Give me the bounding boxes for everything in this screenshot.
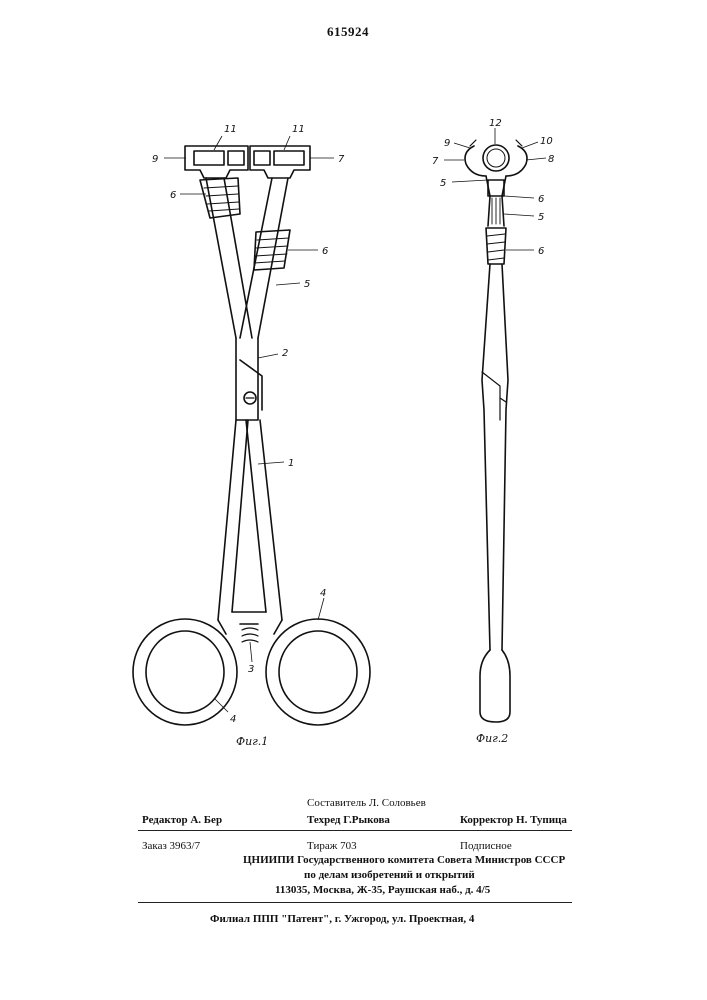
figure-2-labels: 12 9 10 7 8 5 6 5 6 Фиг.2: [432, 118, 554, 745]
fig1-label-2: 2: [282, 348, 288, 359]
handle-grip: [480, 650, 510, 722]
divider-2: [138, 902, 572, 903]
right-finger-ring-inner: [279, 631, 357, 713]
left-pad-slot-1: [194, 151, 224, 165]
figure-2-forceps-side: [465, 140, 527, 722]
fig1-label-6a: 6: [170, 190, 176, 201]
right-pad-slot-1: [254, 151, 270, 165]
fig2-label-5a: 5: [440, 178, 446, 189]
fig1-label-7: 7: [338, 154, 345, 165]
fig2-label-9: 9: [444, 138, 450, 149]
fig2-label-8: 8: [548, 154, 554, 165]
figure-1-leaders: [164, 136, 334, 712]
fig1-label-11a: 11: [224, 124, 237, 135]
institute-line-2: по делам изобретений и открытий: [304, 869, 475, 881]
left-pad-slot-2: [228, 151, 244, 165]
left-finger-ring-inner: [146, 631, 224, 713]
left-lower-shank: [218, 420, 248, 620]
left-sleeve: [200, 178, 240, 218]
fig1-label-4a: 4: [320, 588, 326, 599]
order-number: Заказ 3963/7: [142, 840, 200, 852]
editor-credit: Редактор А. Бер: [142, 814, 222, 826]
fig1-label-4b: 4: [230, 714, 236, 725]
shaft: [482, 264, 508, 650]
fig2-caption: Фиг.2: [476, 732, 508, 745]
fig2-label-6a: 6: [538, 194, 544, 205]
divider-1: [138, 830, 572, 831]
fig1-label-5: 5: [304, 279, 310, 290]
right-pad-slot-2: [274, 151, 304, 165]
figure-1-forceps: [133, 146, 370, 725]
fig1-label-1: 1: [288, 458, 294, 469]
institute-address: 113035, Москва, Ж-35, Раушская наб., д. …: [275, 884, 490, 896]
fig1-label-9: 9: [152, 154, 158, 165]
corrector-credit: Корректор Н. Тупица: [460, 814, 567, 826]
circulation: Тираж 703: [307, 840, 357, 852]
right-finger-ring-outer: [266, 619, 370, 725]
jaw-neck: [486, 176, 506, 196]
techeditor-credit: Техред Г.Рыкова: [307, 814, 390, 826]
ratchet: [232, 612, 266, 624]
institute-line-1: ЦНИИПИ Государственного комитета Совета …: [243, 854, 565, 866]
branch-address: Филиал ППП "Патент", г. Ужгород, ул. Про…: [210, 913, 474, 925]
patent-drawing: 11 11 9 7 6 6 5 2 1 4 3 4 Фиг.1: [0, 0, 707, 780]
compiler-credit: Составитель Л. Соловьев: [307, 797, 426, 809]
fig2-label-5b: 5: [538, 212, 544, 223]
subscription-note: Подписное: [460, 840, 512, 852]
box-lock: [236, 338, 258, 420]
fig1-label-11b: 11: [292, 124, 305, 135]
fig2-label-6b: 6: [538, 246, 544, 257]
figure-1-labels: 11 11 9 7 6 6 5 2 1 4 3 4 Фиг.1: [152, 124, 345, 748]
fig1-label-3: 3: [248, 664, 254, 675]
upper-sleeve: [488, 180, 504, 196]
fig1-caption: Фиг.1: [236, 735, 268, 748]
figure-2-leaders: [444, 128, 546, 250]
fig2-label-10: 10: [540, 136, 553, 147]
fig2-label-12: 12: [489, 118, 502, 129]
fig2-label-7: 7: [432, 156, 439, 167]
fig1-label-6b: 6: [322, 246, 328, 257]
left-finger-ring-outer: [133, 619, 237, 725]
right-lower-shank: [246, 420, 282, 620]
